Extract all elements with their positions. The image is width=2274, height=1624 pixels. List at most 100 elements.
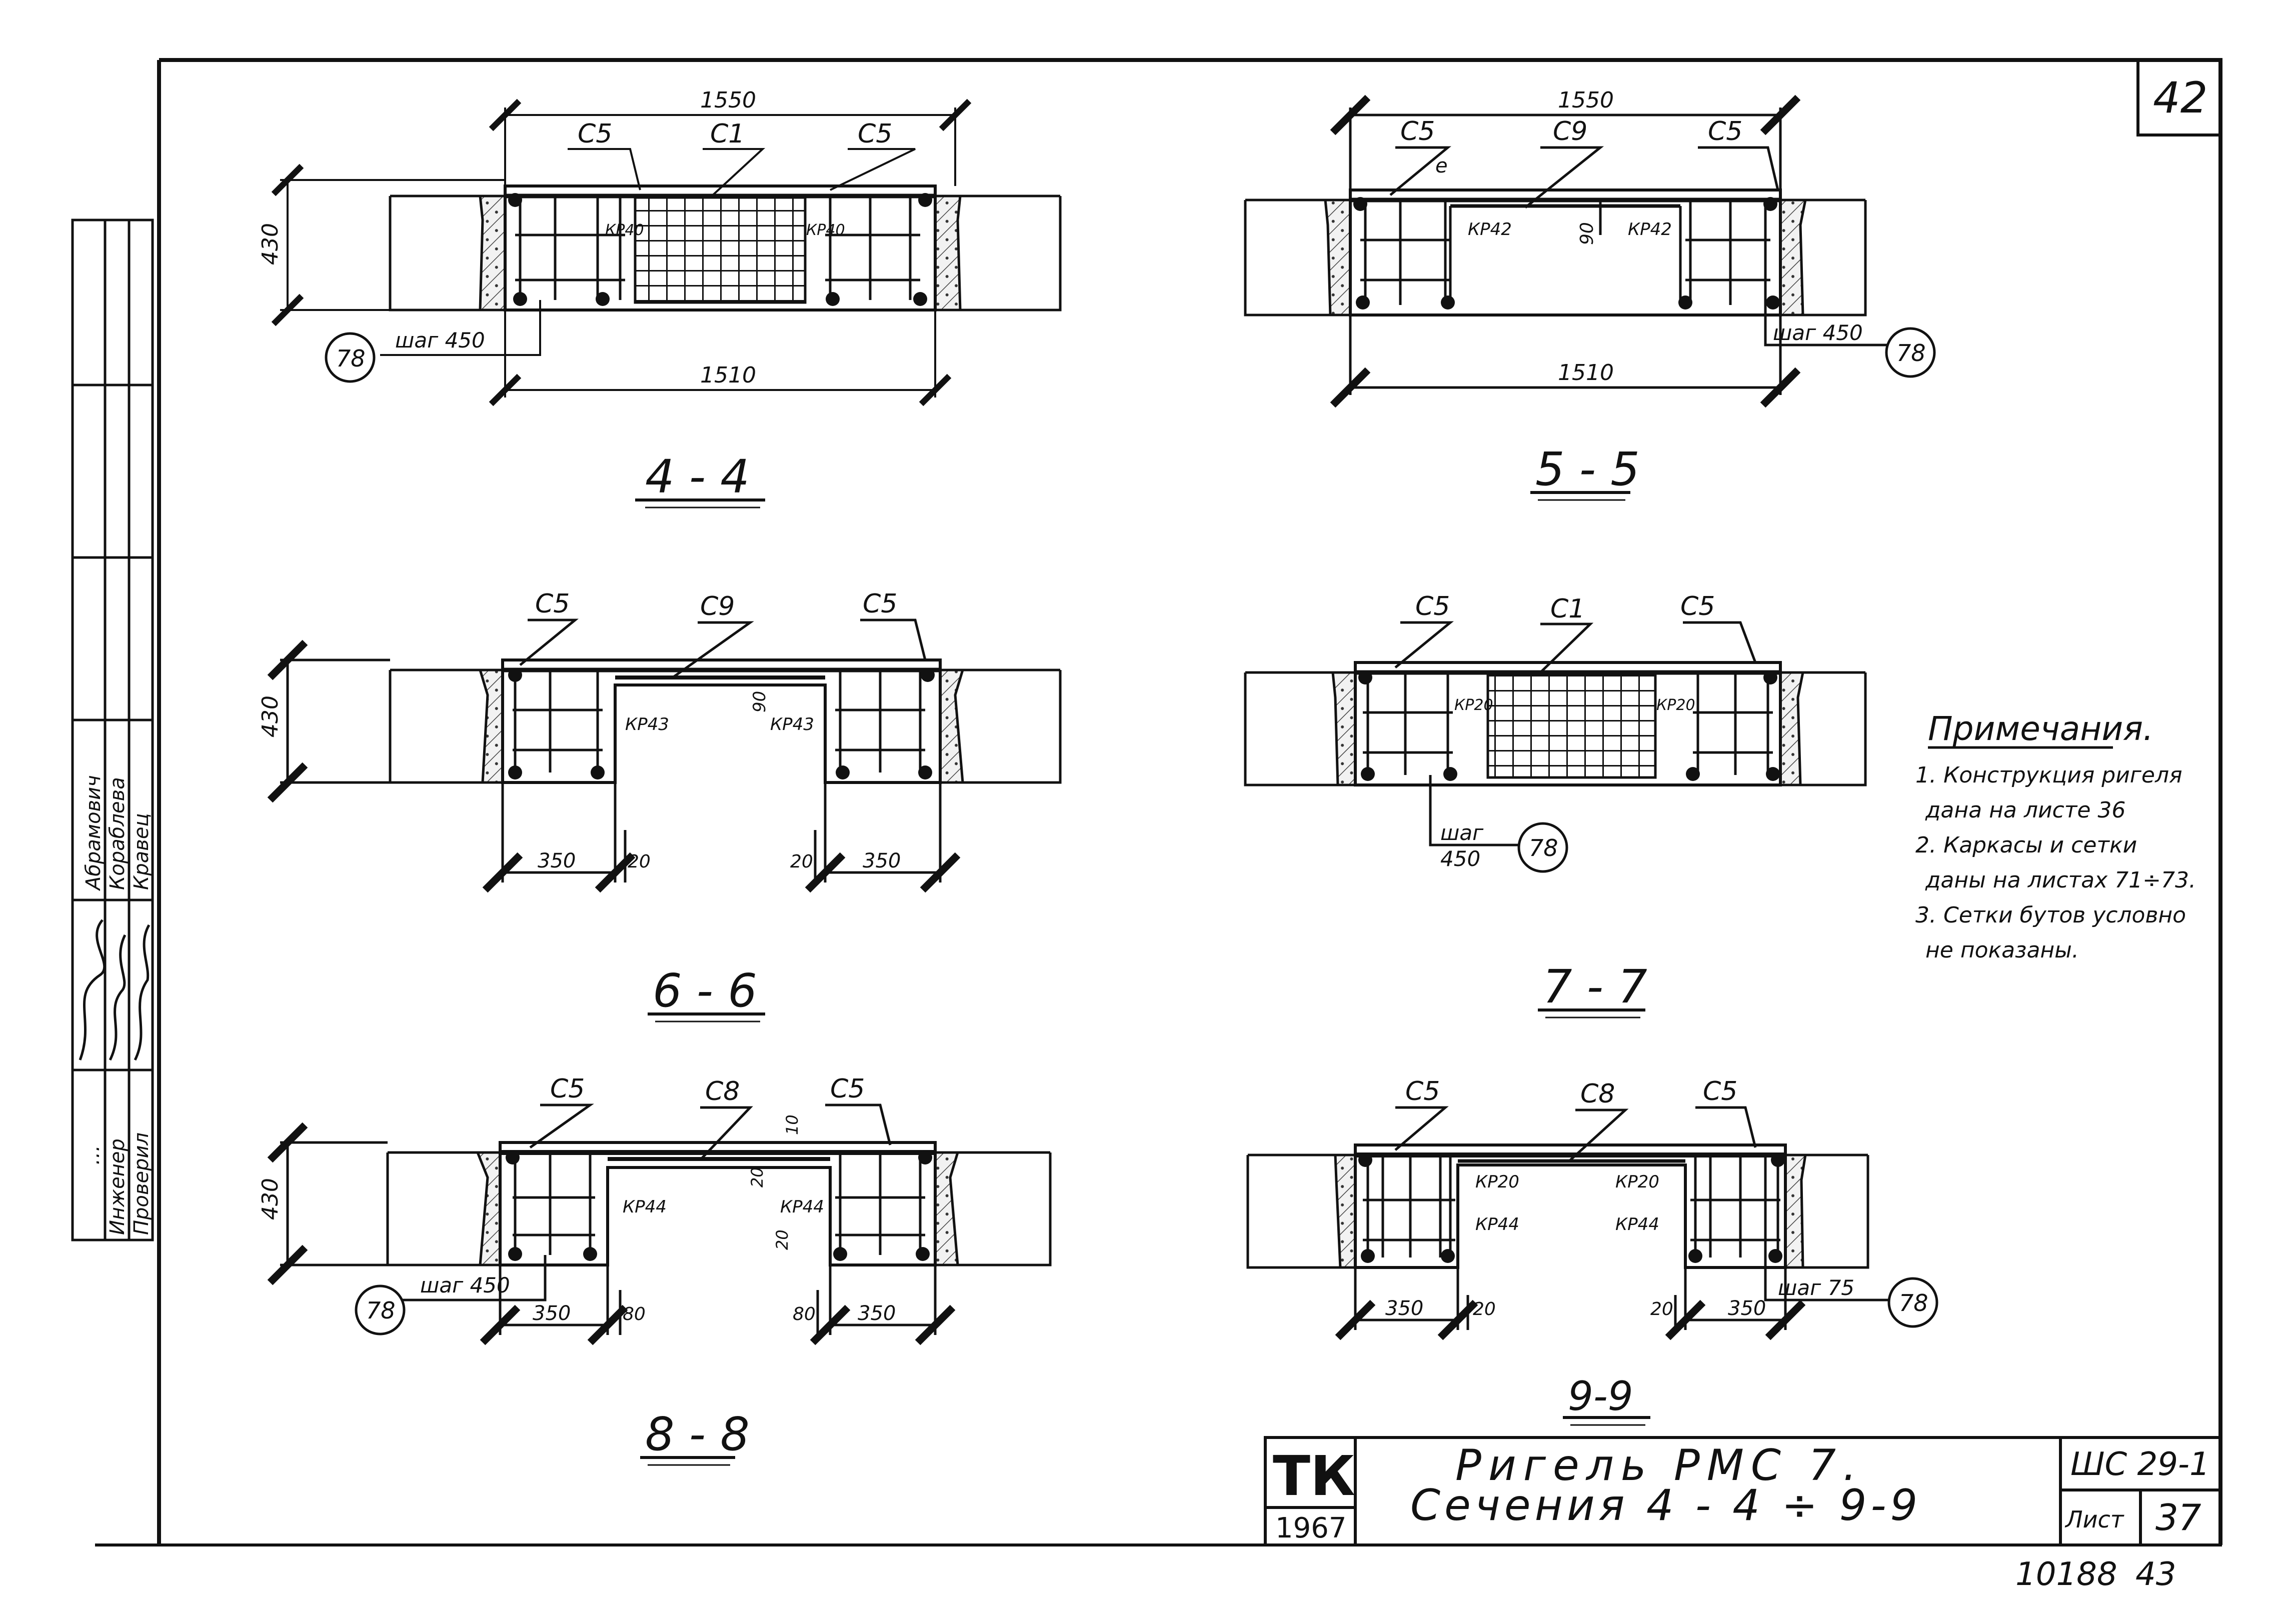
sheet-number-top: 42 (2153, 73, 2207, 123)
stamp-role-2: Проверил (130, 1132, 153, 1235)
step-4-4: шаг 450 (395, 328, 485, 352)
section-8-8: 430 С5 С8 С5 КР44 КР44 10 20 20 шаг 450 … (258, 1074, 1052, 1466)
step-9-9: шаг 75 (1778, 1276, 1854, 1300)
callout-circle-5-5 (1885, 327, 1936, 378)
label-kr-left-8-8: КР44 (623, 1197, 667, 1217)
label-c8-8-8: С8 (705, 1076, 740, 1106)
mesh-c1-7-7 (1486, 674, 1657, 779)
dim-height-4-4: 430 (258, 223, 283, 265)
tb-sheet-label: Лист (2064, 1506, 2124, 1533)
dim-height-6-6: 430 (258, 696, 283, 738)
label-c5-left-7-7: С5 (1415, 592, 1450, 622)
label-c5-right-5-5: С5 (1708, 116, 1742, 146)
step-value-7-7: 450 (1440, 846, 1480, 871)
label-c1-4-4: С1 (710, 119, 745, 149)
label-c8-9-9: С8 (1580, 1079, 1615, 1109)
section-title-4-4: 4 - 4 (645, 450, 750, 504)
section-9-9: С5 С8 С5 КР20 КР20 КР44 КР44 шаг 75 78 3… (1246, 1076, 1938, 1426)
callout-4-4: 78 (336, 345, 366, 372)
tb-year: 1967 (1275, 1512, 1347, 1544)
step-label-7-7: шаг (1440, 820, 1484, 845)
label-c1-7-7: С1 (1550, 594, 1585, 624)
tb-series: ШС 29-1 (2070, 1446, 2210, 1483)
dim-350-left-8-8: 350 (533, 1302, 571, 1325)
section-title-5-5: 5 - 5 (1535, 442, 1640, 496)
label-kr-left-6-6: КР43 (625, 714, 669, 734)
label-c5-left-4-4: С5 (578, 119, 612, 149)
title-block: ТК 1967 Ригель РМС 7. Сечения 4 - 4 ÷ 9-… (1264, 1436, 2222, 1546)
callout-circle-7-7 (1517, 822, 1568, 873)
small-dim-10-8-8: 10 (783, 1114, 802, 1135)
label-kr-right-4-4: КР40 (806, 222, 845, 239)
note-line-1: 1. Конструкция ригеля (1915, 762, 2182, 788)
label-c5-left-6-6: С5 (535, 589, 570, 619)
label-c9-5-5: С9 (1553, 116, 1587, 146)
label-kr-right-5-5: КР42 (1628, 220, 1672, 240)
label-c5-left-5-5: С5 (1400, 116, 1435, 146)
label-kr-left-5-5: КР42 (1468, 220, 1512, 240)
callout-5-5: 78 (1896, 340, 1926, 366)
dim-20-right-6-6: 20 (790, 852, 813, 872)
dim-350-right-8-8: 350 (858, 1302, 896, 1325)
side-approval-stamp (71, 218, 154, 1242)
label-c5-left-8-8: С5 (550, 1074, 585, 1104)
tb-org: ТК (1273, 1444, 1355, 1508)
dim-350-left-9-9: 350 (1385, 1297, 1423, 1320)
small-dim-6-6: 90 (750, 691, 770, 712)
label-kr-right-7-7: КР20 (1656, 696, 1695, 714)
label-c5-right-7-7: С5 (1680, 592, 1715, 622)
label-c5-right-9-9: С5 (1703, 1076, 1737, 1106)
small-dim-20b-8-8: 20 (773, 1230, 792, 1250)
mesh-c1-4-4 (634, 196, 807, 304)
dim-80-left-8-8: 80 (623, 1304, 646, 1324)
label-c5-right-4-4: С5 (858, 119, 892, 149)
label-c9-6-6: С9 (700, 592, 735, 622)
section-title-7-7: 7 - 7 (1543, 960, 1647, 1014)
signature-3 (134, 924, 151, 1061)
section-title-8-8: 8 - 8 (645, 1408, 750, 1461)
dim-bottom-5-5: 1510 (1558, 360, 1614, 386)
dim-20-left-9-9: 20 (1473, 1299, 1496, 1320)
note-line-2: дана на листе 36 (1925, 798, 2125, 823)
callout-8-8: 78 (366, 1297, 396, 1324)
callout-circle-8-8 (355, 1284, 406, 1336)
dim-top-4-4: 1550 (700, 88, 756, 113)
archive-number: 10188 (2015, 1556, 2117, 1593)
stamp-name-2: Кравец (130, 813, 153, 890)
note-line-4: даны на листах 71÷73. (1925, 868, 2196, 893)
label-kr20-right-9-9: КР20 (1615, 1172, 1659, 1192)
callout-circle-4-4 (325, 332, 376, 383)
stamp-role-1: Инженер (106, 1138, 129, 1235)
section-4-4: 1550 1510 430 С5 С1 С5 КР40 КР40 шаг 450… (258, 88, 1062, 508)
archive-page: 43 (2135, 1556, 2176, 1593)
dim-350-left-6-6: 350 (538, 850, 576, 872)
label-c5-left-9-9: С5 (1405, 1076, 1440, 1106)
dim-80-right-8-8: 80 (793, 1304, 816, 1324)
step-8-8: шаг 450 (420, 1273, 510, 1298)
notes-block: Примечания. 1. Конструкция ригеля дана н… (1915, 710, 2196, 963)
label-c5-right-8-8: С5 (830, 1074, 865, 1104)
step-5-5: шаг 450 (1773, 320, 1863, 345)
section-6-6: 430 С5 С9 С5 КР43 КР43 90 350 20 20 350 … (258, 589, 1062, 1022)
dim-20-right-9-9: 20 (1650, 1299, 1673, 1320)
dim-350-right-9-9: 350 (1728, 1297, 1766, 1320)
dim-top-5-5: 1550 (1558, 88, 1614, 113)
callout-9-9: 78 (1899, 1290, 1928, 1316)
small-dim-20a-8-8: 20 (748, 1167, 767, 1188)
label-kr20-left-9-9: КР20 (1475, 1172, 1519, 1192)
tb-title-line1: Ригель РМС 7. (1455, 1440, 1863, 1490)
note-line-5: 3. Сетки бутов условно (1915, 902, 2186, 928)
section-5-5: 1550 1510 С5 С9 С5 КР42 КР42 е 90 шаг 45… (1244, 88, 1936, 501)
stamp-name-0: Абрамович (82, 775, 105, 892)
dim-20-left-6-6: 20 (628, 852, 651, 872)
section-title-9-9: 9-9 (1568, 1373, 1633, 1420)
label-kr-left-7-7: КР20 (1454, 696, 1493, 714)
dim-350-right-6-6: 350 (863, 850, 901, 872)
small-dim-a-5-5: е (1435, 154, 1448, 178)
section-7-7: С5 С1 С5 КР20 КР20 шаг 450 78 7 - 7 (1244, 592, 1867, 1018)
dim-bottom-4-4: 1510 (700, 362, 756, 388)
note-line-3: 2. Каркасы и сетки (1915, 832, 2137, 858)
note-line-6: не показаны. (1925, 938, 2079, 963)
stamp-name-1: Кораблева (106, 777, 129, 890)
signature-2 (109, 934, 127, 1061)
